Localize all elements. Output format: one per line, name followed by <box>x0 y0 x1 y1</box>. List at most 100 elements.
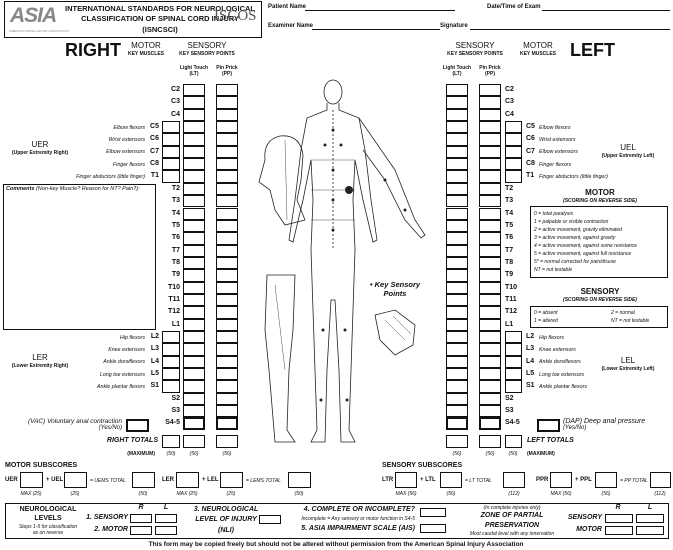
uel-subscore-input[interactable] <box>64 472 87 488</box>
left-pp-s1[interactable] <box>479 380 501 393</box>
left-pp-c8[interactable] <box>479 158 501 171</box>
right-pp-c4[interactable] <box>216 108 238 122</box>
right-lt-c4[interactable] <box>183 108 205 122</box>
right-motor-total[interactable] <box>162 435 180 448</box>
left-lt-l5[interactable] <box>446 368 468 381</box>
right-pp-l2[interactable] <box>216 331 238 344</box>
left-pp-l1[interactable] <box>479 318 501 331</box>
right-lt-c7[interactable] <box>183 145 205 159</box>
left-lt-t8[interactable] <box>446 256 468 270</box>
left-pp-t6[interactable] <box>479 232 501 245</box>
right-lt-l5[interactable] <box>183 368 205 381</box>
left-motor-l5[interactable] <box>505 368 522 381</box>
left-lt-t11[interactable] <box>446 293 468 307</box>
lel-subscore-input[interactable] <box>220 472 243 488</box>
ltl-input[interactable] <box>440 472 462 488</box>
right-motor-l3[interactable] <box>162 343 180 356</box>
date-time-field[interactable] <box>542 10 670 11</box>
lems-total-input[interactable] <box>288 472 311 488</box>
left-motor-c8[interactable] <box>505 158 522 171</box>
right-pp-t1[interactable] <box>216 170 238 183</box>
left-pp-c7[interactable] <box>479 145 501 159</box>
left-lt-s1[interactable] <box>446 380 468 393</box>
left-pp-l5[interactable] <box>479 368 501 381</box>
right-lt-t3[interactable] <box>183 195 205 208</box>
nli-input[interactable] <box>259 515 281 524</box>
ais-input[interactable] <box>420 524 446 533</box>
ltr-input[interactable] <box>395 472 417 488</box>
left-lt-t5[interactable] <box>446 219 468 233</box>
examiner-name-field[interactable] <box>312 29 440 30</box>
uems-total-input[interactable] <box>132 472 155 488</box>
right-motor-s1[interactable] <box>162 380 180 393</box>
left-pp-c6[interactable] <box>479 133 501 146</box>
left-lt-c2[interactable] <box>446 84 468 97</box>
right-pp-l1[interactable] <box>216 318 238 331</box>
right-pp-l4[interactable] <box>216 355 238 369</box>
left-motor-c5[interactable] <box>505 121 522 134</box>
left-lt-t12[interactable] <box>446 306 468 319</box>
right-lt-l4[interactable] <box>183 355 205 369</box>
right-lt-s2[interactable] <box>183 392 205 406</box>
ppl-input[interactable] <box>595 472 617 488</box>
left-lt-total[interactable] <box>446 435 468 448</box>
right-pp-total[interactable] <box>216 435 238 448</box>
left-pp-total[interactable] <box>479 435 501 448</box>
left-pp-t1[interactable] <box>479 170 501 183</box>
ler-subscore-input[interactable] <box>176 472 199 488</box>
left-pp-s4-5[interactable] <box>479 417 501 430</box>
left-pp-t12[interactable] <box>479 306 501 319</box>
left-pp-c2[interactable] <box>479 84 501 97</box>
complete-input[interactable] <box>420 508 446 517</box>
dap-input[interactable] <box>537 419 560 432</box>
right-pp-t6[interactable] <box>216 232 238 245</box>
right-pp-t2[interactable] <box>216 182 238 196</box>
right-lt-total[interactable] <box>183 435 205 448</box>
right-lt-t10[interactable] <box>183 281 205 294</box>
right-motor-c7[interactable] <box>162 145 180 159</box>
right-lt-c6[interactable] <box>183 133 205 146</box>
left-lt-t1[interactable] <box>446 170 468 183</box>
right-pp-l5[interactable] <box>216 368 238 381</box>
right-lt-s1[interactable] <box>183 380 205 393</box>
right-motor-l5[interactable] <box>162 368 180 381</box>
left-lt-s3[interactable] <box>446 405 468 418</box>
right-lt-t4[interactable] <box>183 207 205 220</box>
left-lt-t10[interactable] <box>446 281 468 294</box>
pp-total-input[interactable] <box>650 472 671 488</box>
left-pp-t3[interactable] <box>479 195 501 208</box>
right-lt-l2[interactable] <box>183 331 205 344</box>
right-motor-c5[interactable] <box>162 121 180 134</box>
right-pp-l3[interactable] <box>216 343 238 356</box>
left-motor-l3[interactable] <box>505 343 522 356</box>
right-pp-s2[interactable] <box>216 392 238 406</box>
sensory-level-right[interactable] <box>130 514 152 523</box>
left-lt-c5[interactable] <box>446 121 468 134</box>
right-lt-t6[interactable] <box>183 232 205 245</box>
right-pp-c7[interactable] <box>216 145 238 159</box>
left-pp-t10[interactable] <box>479 281 501 294</box>
left-motor-t1[interactable] <box>505 170 522 183</box>
left-motor-l2[interactable] <box>505 331 522 344</box>
left-pp-t5[interactable] <box>479 219 501 233</box>
comments-box[interactable] <box>3 184 156 330</box>
left-lt-l2[interactable] <box>446 331 468 344</box>
right-lt-t7[interactable] <box>183 244 205 257</box>
right-lt-t9[interactable] <box>183 269 205 282</box>
signature-field[interactable] <box>470 29 670 30</box>
left-lt-l4[interactable] <box>446 355 468 369</box>
left-pp-t9[interactable] <box>479 269 501 282</box>
left-pp-s2[interactable] <box>479 392 501 406</box>
right-lt-t11[interactable] <box>183 293 205 307</box>
right-pp-t3[interactable] <box>216 195 238 208</box>
ppr-input[interactable] <box>550 472 572 488</box>
right-pp-t8[interactable] <box>216 256 238 270</box>
vac-input[interactable] <box>126 419 149 432</box>
left-lt-l3[interactable] <box>446 343 468 356</box>
left-pp-l4[interactable] <box>479 355 501 369</box>
left-lt-l1[interactable] <box>446 318 468 331</box>
left-motor-total[interactable] <box>505 435 522 448</box>
zpp-motor-right[interactable] <box>605 526 633 535</box>
lt-total-input[interactable] <box>503 472 525 488</box>
right-lt-t8[interactable] <box>183 256 205 270</box>
